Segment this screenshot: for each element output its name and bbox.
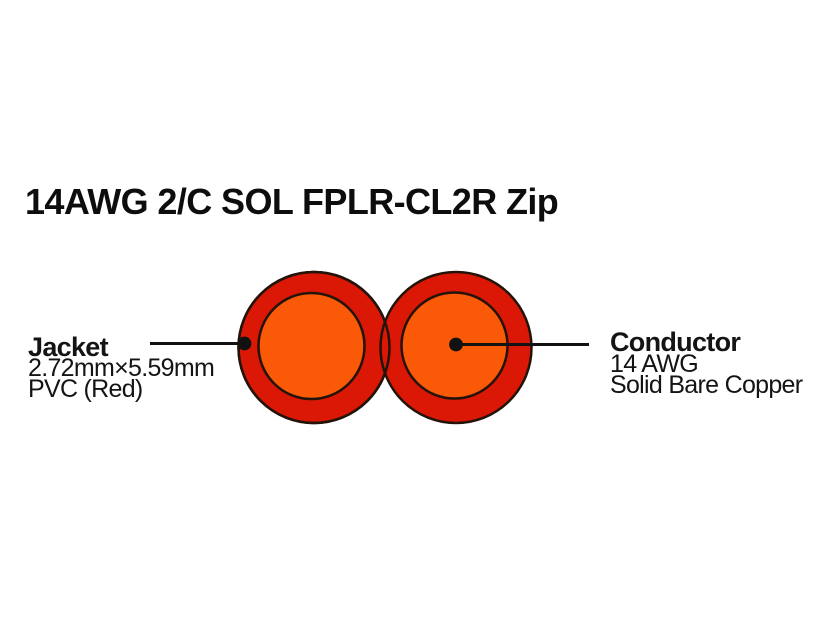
conductor-callout: Conductor 14 AWG Solid Bare Copper [610,327,803,399]
jacket-anchor-dot [237,336,252,351]
jacket-callout-title: Jacket [28,332,109,362]
jacket-dimensions: 2.72mm×5.59mm [28,354,215,382]
conductor-callout-title: Conductor [610,327,741,357]
left-conductor-circle [257,291,366,401]
diagram-title: 14AWG 2/C SOL FPLR-CL2R Zip [25,181,559,222]
jacket-callout: Jacket 2.72mm×5.59mm PVC (Red) [28,332,215,403]
jacket-material: PVC (Red) [28,375,143,403]
left-jacket-outline [237,270,391,425]
conductor-anchor-dot [449,337,463,352]
conductor-gauge: 14 AWG [610,349,699,378]
conductor-material: Solid Bare Copper [610,371,803,399]
